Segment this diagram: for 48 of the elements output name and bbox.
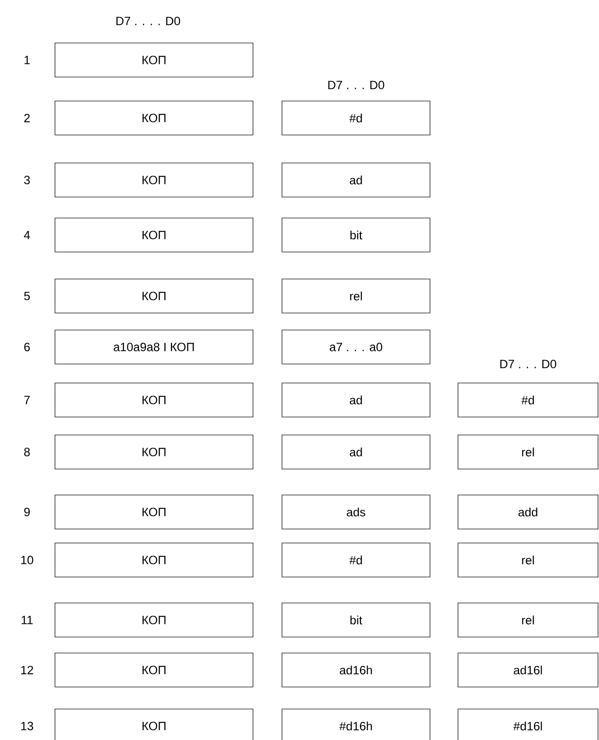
field-box: #d16l [458, 708, 598, 740]
row-number: 10 [21, 556, 34, 564]
bit-range-header: D7 . . . D0 [500, 360, 556, 368]
field-box: КОП [54, 42, 254, 78]
field-box: #d [282, 542, 430, 578]
field-box: КОП [54, 434, 254, 470]
field-box: КОП [54, 708, 254, 740]
field-box: a10a9a8 I КОП [54, 330, 254, 364]
field-box: #d [282, 100, 430, 136]
row-number: 1 [24, 56, 30, 64]
row-number: 5 [24, 292, 30, 300]
field-box: КОП [54, 100, 254, 136]
field-box: ad16l [458, 652, 598, 688]
bit-range-header: D7 . . . D0 [328, 80, 384, 90]
field-box: КОП [54, 542, 254, 578]
row-number: 8 [24, 448, 30, 456]
row-number: 12 [21, 666, 34, 674]
bit-range-header: D7 . . . . D0 [116, 16, 180, 26]
field-box: rel [282, 278, 430, 314]
field-box: rel [458, 542, 598, 578]
field-box: rel [458, 602, 598, 638]
field-box: rel [458, 434, 598, 470]
field-box: КОП [54, 494, 254, 530]
field-box: ad16h [282, 652, 430, 688]
row-number: 7 [24, 396, 30, 404]
field-box: ads [282, 494, 430, 530]
row-number: 13 [21, 722, 34, 730]
row-number: 2 [24, 114, 30, 122]
row-number: 6 [24, 342, 30, 352]
field-box: bit [282, 218, 430, 252]
field-box: a7 . . . a0 [282, 330, 430, 364]
field-box: КОП [54, 602, 254, 638]
field-box: КОП [54, 652, 254, 688]
field-box: КОП [54, 162, 254, 198]
field-box: ad [282, 382, 430, 418]
field-box: add [458, 494, 598, 530]
field-box: КОП [54, 218, 254, 252]
row-number: 3 [24, 176, 30, 184]
field-box: #d [458, 382, 598, 418]
field-box: КОП [54, 278, 254, 314]
field-box: ad [282, 162, 430, 198]
field-box: bit [282, 602, 430, 638]
row-number: 9 [24, 508, 30, 516]
row-number: 11 [22, 616, 33, 624]
field-box: ad [282, 434, 430, 470]
field-box: #d16h [282, 708, 430, 740]
field-box: КОП [54, 382, 254, 418]
row-number: 4 [24, 230, 30, 240]
